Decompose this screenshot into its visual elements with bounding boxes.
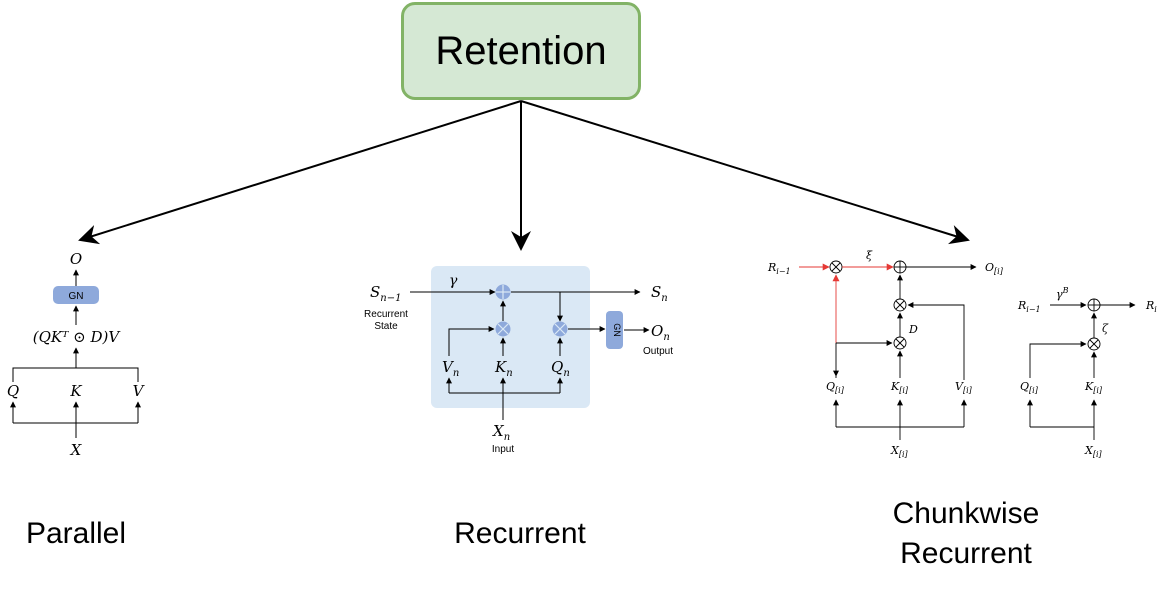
recurrent-state-line1: Recurrent <box>364 309 408 320</box>
branch-arrows <box>78 100 970 251</box>
recurrent-diagram: Sn−1 Recurrent State γ Sn GN On Output V… <box>364 266 673 455</box>
chunkwise-q: Q[i] <box>826 380 845 395</box>
chunkwise-small-x: X[i] <box>1084 444 1103 459</box>
recurrent-gn-label: GN <box>612 323 622 337</box>
chunkwise-xi: ξ <box>866 249 873 262</box>
chunkwise-k: K[i] <box>890 380 909 395</box>
recurrent-k: Kn <box>494 358 513 379</box>
parallel-v-label: V <box>133 382 146 400</box>
chunkwise-o: O[i] <box>985 261 1004 276</box>
recurrent-input-label: Input <box>492 444 514 455</box>
parallel-q-label: Q <box>7 382 19 400</box>
category-chunkwise-recurrent: Chunkwise Recurrent <box>876 494 1056 574</box>
parallel-gn-block <box>53 286 99 304</box>
parallel-k-label: K <box>69 382 82 400</box>
parallel-output-label: O <box>70 250 82 268</box>
recurrent-q: Qn <box>551 358 570 379</box>
category-chunkwise-line2: Recurrent <box>900 537 1032 570</box>
recurrent-output-label: Output <box>643 346 673 357</box>
category-recurrent: Recurrent <box>440 514 600 554</box>
chunkwise-small-zeta: ζ <box>1102 322 1109 335</box>
arrow-to-parallel <box>78 100 522 245</box>
chunkwise-diagram: Ri−1 ξ O[i] D Q[i] K[i] V[i] <box>767 249 1004 459</box>
retention-title: Retention <box>435 28 607 73</box>
parallel-diagram: O GN (QKᵀ ⊙ D)V Q K V X <box>7 250 146 459</box>
chunkwise-small-diagram: Ri−1 γB Ri ζ Q[i] K[i] X[i] <box>1017 286 1157 459</box>
recurrent-x: Xn <box>492 422 510 443</box>
chunkwise-x: X[i] <box>890 444 909 459</box>
recurrent-state-line2: State <box>374 321 398 332</box>
chunkwise-r-prev: Ri−1 <box>767 261 791 276</box>
recurrent-panel <box>431 266 590 408</box>
parallel-formula: (QKᵀ ⊙ D)V <box>33 328 122 346</box>
retention-root-node: Retention <box>401 2 641 100</box>
chunkwise-small-q: Q[i] <box>1020 380 1039 395</box>
recurrent-s-next: Sn <box>651 283 668 304</box>
recurrent-v: Vn <box>442 358 459 379</box>
recurrent-s-prev: Sn−1 <box>370 283 401 304</box>
chunkwise-d: D <box>908 323 918 336</box>
recurrent-gamma: γ <box>449 273 458 289</box>
category-recurrent-label: Recurrent <box>454 517 586 550</box>
category-parallel-label: Parallel <box>25 517 127 550</box>
chunkwise-small-k: K[i] <box>1084 380 1103 395</box>
chunkwise-small-r-next: Ri <box>1145 299 1157 314</box>
chunkwise-v: V[i] <box>955 380 973 395</box>
category-chunkwise-line1: Chunkwise <box>892 497 1040 530</box>
recurrent-gn-block <box>606 311 623 349</box>
chunkwise-small-gamma: γB <box>1056 286 1069 301</box>
parallel-gn-label: GN <box>69 291 84 302</box>
arrow-to-chunkwise <box>520 100 970 245</box>
parallel-x-label: X <box>70 441 83 459</box>
category-parallel: Parallel <box>16 514 136 554</box>
recurrent-o: On <box>651 322 670 343</box>
chunkwise-small-r-prev: Ri−1 <box>1017 299 1041 314</box>
